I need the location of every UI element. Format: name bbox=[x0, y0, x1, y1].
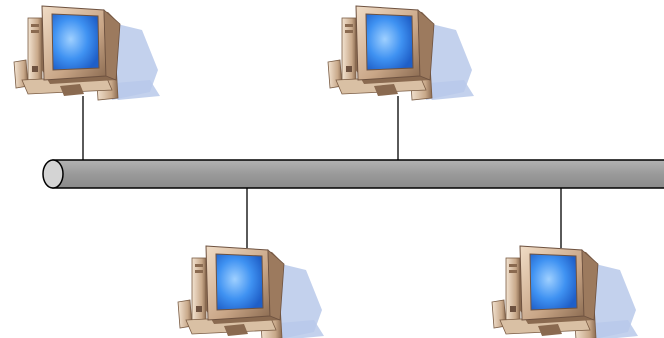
cable-end-cap bbox=[42, 159, 64, 189]
bus-cable bbox=[42, 159, 664, 189]
